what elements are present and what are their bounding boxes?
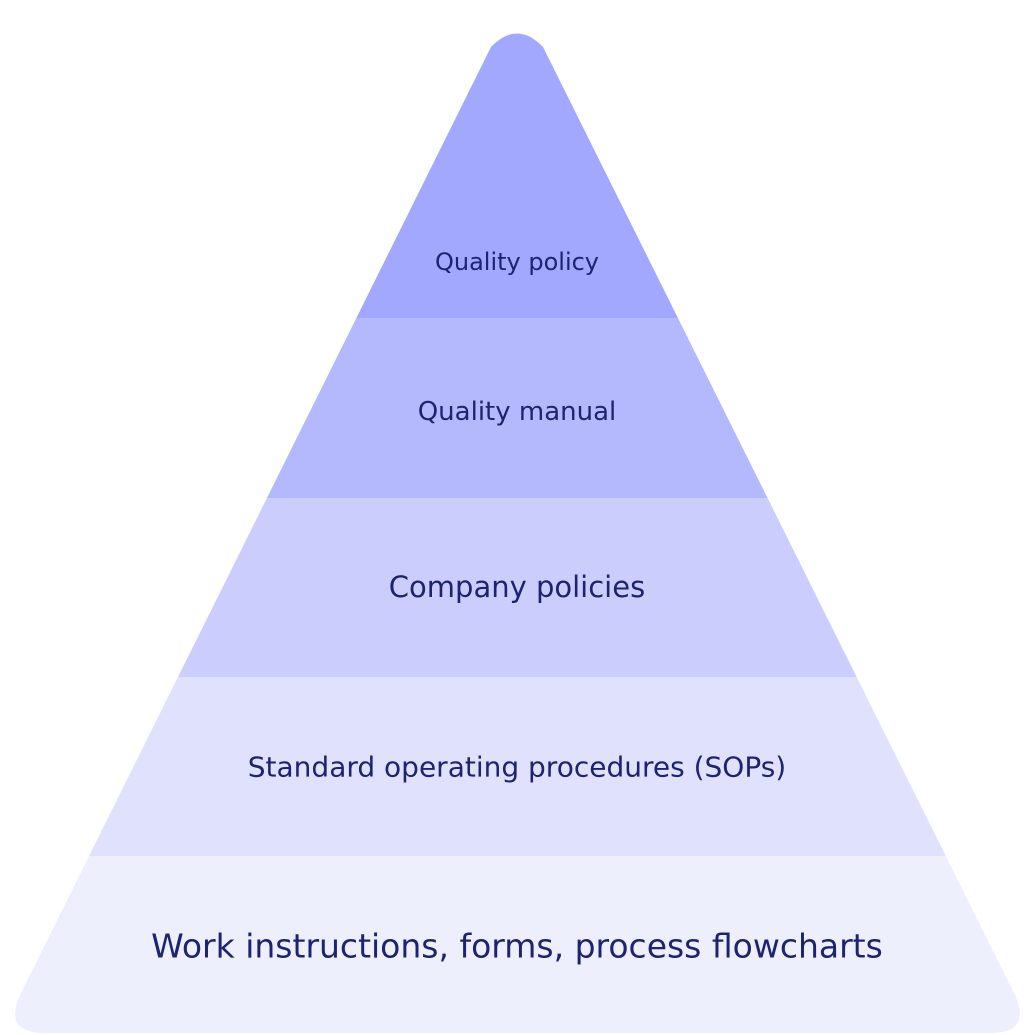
tier-4-band: [15, 677, 1020, 856]
tier-5-band: [15, 856, 1020, 1033]
tier-3-label: Company policies: [389, 570, 645, 604]
tier-1-label: Quality policy: [435, 248, 599, 276]
tier-2-label: Quality manual: [418, 397, 617, 427]
tier-4-label: Standard operating procedures (SOPs): [248, 751, 786, 784]
tier-5-label: Work instructions, forms, process flowch…: [151, 927, 883, 966]
